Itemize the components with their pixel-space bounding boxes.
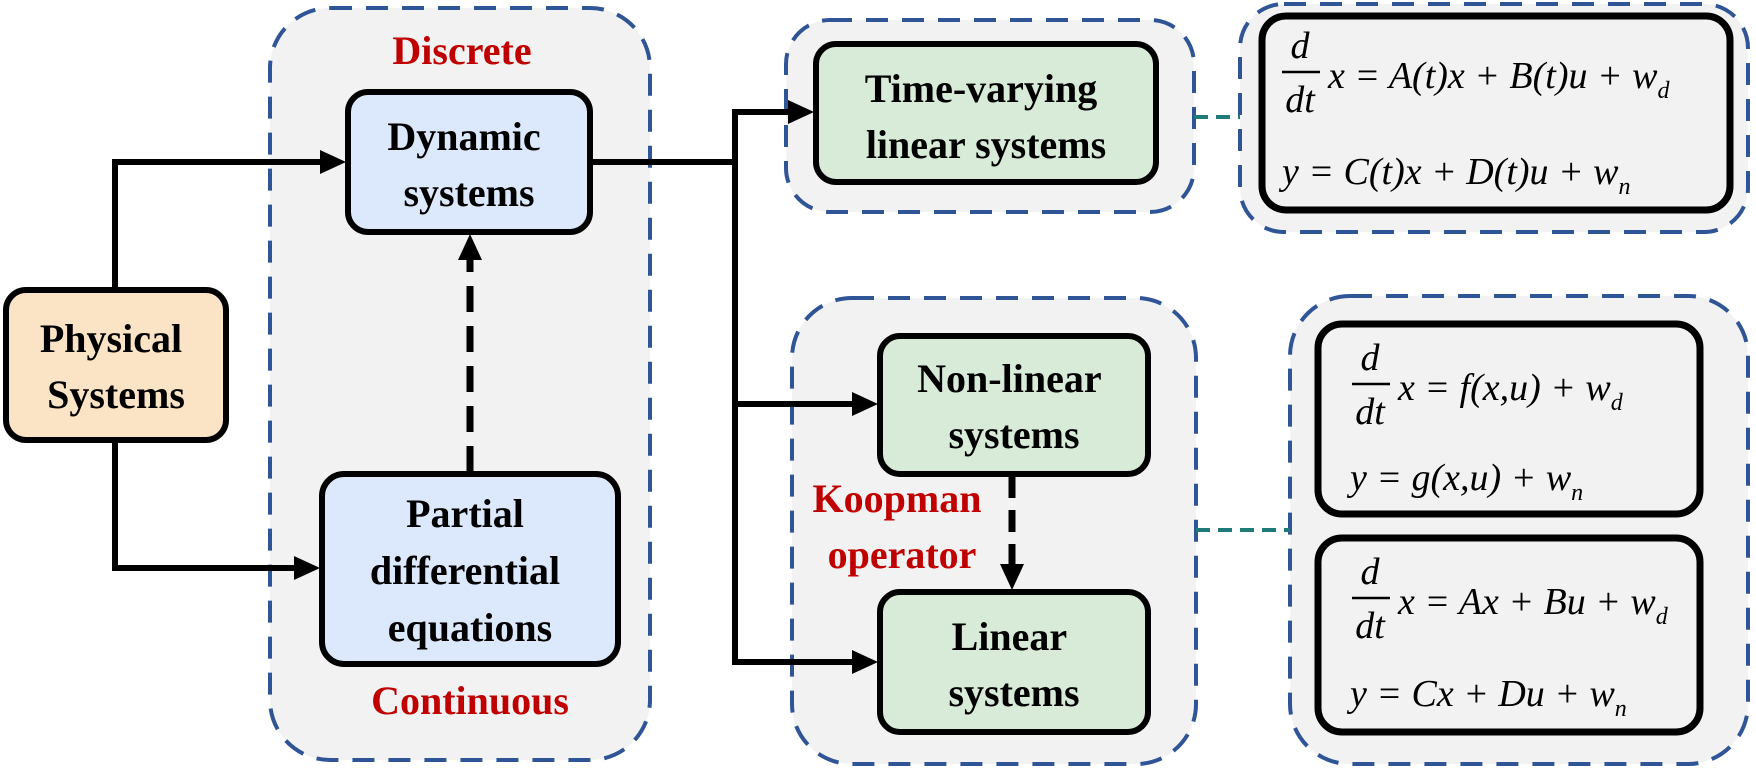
svg-text:x = A(t)x + B(t)u + wd: x = A(t)x + B(t)u + wd bbox=[1327, 55, 1670, 104]
edge-physical-to-dynamic bbox=[112, 159, 322, 290]
node-time-varying bbox=[813, 41, 1159, 185]
arrowhead-pde-dynamic bbox=[458, 234, 482, 260]
eq-tv-dt: dt bbox=[1285, 79, 1316, 121]
node-linear-line-2: systems bbox=[948, 670, 1079, 715]
eq-lin-line-1: x = Ax + Bu + w bbox=[1397, 581, 1656, 623]
svg-text:Dynamic systems: Dynamic systems bbox=[387, 114, 550, 215]
eq-nl-sub-1: d bbox=[1611, 390, 1624, 416]
equation-nonlinear: d dt x = f(x,u) + wd y = g(x,u) + wn bbox=[1346, 337, 1624, 506]
svg-text:x = Ax + Bu + wd: x = Ax + Bu + wd bbox=[1397, 581, 1669, 630]
arrowhead-time-varying bbox=[788, 100, 814, 124]
equation-linear: d dt x = Ax + Bu + wd y = Cx + Du + wn bbox=[1346, 551, 1669, 722]
arrowhead-dynamic bbox=[320, 150, 346, 174]
node-pde-line-3: equations bbox=[388, 605, 553, 650]
eq-tv-line-1: x = A(t)x + B(t)u + w bbox=[1327, 55, 1658, 97]
node-nonlinear-line-1: Non-linear bbox=[917, 356, 1101, 401]
arrowhead-pde bbox=[294, 556, 320, 580]
eq-lin-sub-2: n bbox=[1615, 696, 1627, 722]
svg-text:Koopman operator: Koopman operator bbox=[813, 476, 992, 577]
eq-lin-sub-1: d bbox=[1656, 604, 1669, 630]
eq-nl-sub-2: n bbox=[1571, 480, 1583, 506]
node-physical-line-2: Systems bbox=[47, 372, 185, 417]
svg-text:Non-linear systems: Non-linear systems bbox=[917, 356, 1111, 457]
svg-text:y = Cx + Du + wn: y = Cx + Du + wn bbox=[1346, 673, 1627, 722]
node-nonlinear-line-2: systems bbox=[948, 412, 1079, 457]
node-time-varying-line-2: linear systems bbox=[866, 122, 1106, 167]
node-pde bbox=[319, 471, 621, 667]
node-linear bbox=[877, 589, 1151, 735]
equation-time-varying: d dt x = A(t)x + B(t)u + wd y = C(t)x + … bbox=[1278, 25, 1670, 200]
node-pde-line-2: differential bbox=[370, 548, 560, 593]
equation-box-nonlinear bbox=[1314, 320, 1704, 518]
node-pde-line-1: Partial bbox=[406, 491, 524, 536]
node-time-varying-line-1: Time-varying bbox=[865, 66, 1098, 111]
arrowhead-koopman bbox=[1000, 564, 1024, 590]
node-physical-line-1: Physical bbox=[40, 316, 182, 361]
eq-nl-line-2: y = g(x,u) + w bbox=[1346, 457, 1572, 499]
equation-box-linear bbox=[1314, 534, 1704, 736]
eq-nl-d: d bbox=[1361, 337, 1381, 379]
node-dynamic-systems bbox=[345, 89, 593, 235]
label-koopman-line-2: operator bbox=[828, 532, 977, 577]
edge-physical-to-pde bbox=[112, 440, 296, 571]
eq-nl-line-1: x = f(x,u) + w bbox=[1397, 367, 1611, 409]
svg-text:y = g(x,u) + wn: y = g(x,u) + wn bbox=[1346, 457, 1583, 506]
svg-text:y = C(t)x + D(t)u + wn: y = C(t)x + D(t)u + wn bbox=[1278, 151, 1631, 200]
svg-text:Linear systems: Linear systems bbox=[948, 614, 1079, 715]
svg-text:Physical Systems: Physical Systems bbox=[40, 316, 192, 417]
node-dynamic-line-1: Dynamic bbox=[387, 114, 540, 159]
eq-tv-sub-2: n bbox=[1619, 174, 1631, 200]
node-physical-systems bbox=[3, 287, 229, 443]
svg-text:Time-varying linear system: Time-varying linear systems bbox=[865, 66, 1108, 167]
eq-lin-dt: dt bbox=[1355, 605, 1386, 647]
label-discrete: Discrete bbox=[392, 28, 531, 73]
eq-tv-d: d bbox=[1291, 25, 1311, 67]
node-linear-line-1: Linear bbox=[952, 614, 1067, 659]
label-koopman-line-1: Koopman bbox=[813, 476, 982, 521]
arrowhead-linear bbox=[852, 650, 878, 674]
eq-nl-dt: dt bbox=[1355, 391, 1386, 433]
eq-lin-line-2: y = Cx + Du + w bbox=[1346, 673, 1615, 715]
eq-tv-sub-1: d bbox=[1657, 78, 1670, 104]
svg-text:Partial differential e: Partial differential equations bbox=[370, 491, 570, 650]
node-dynamic-line-2: systems bbox=[403, 170, 534, 215]
svg-text:x = f(x,u) + wd: x = f(x,u) + wd bbox=[1397, 367, 1624, 416]
equation-box-time-varying bbox=[1258, 12, 1734, 214]
label-continuous: Continuous bbox=[371, 678, 569, 723]
eq-tv-line-2: y = C(t)x + D(t)u + w bbox=[1278, 151, 1619, 193]
eq-lin-d: d bbox=[1361, 551, 1381, 593]
arrowhead-nonlinear bbox=[852, 392, 878, 416]
node-nonlinear bbox=[877, 333, 1151, 477]
